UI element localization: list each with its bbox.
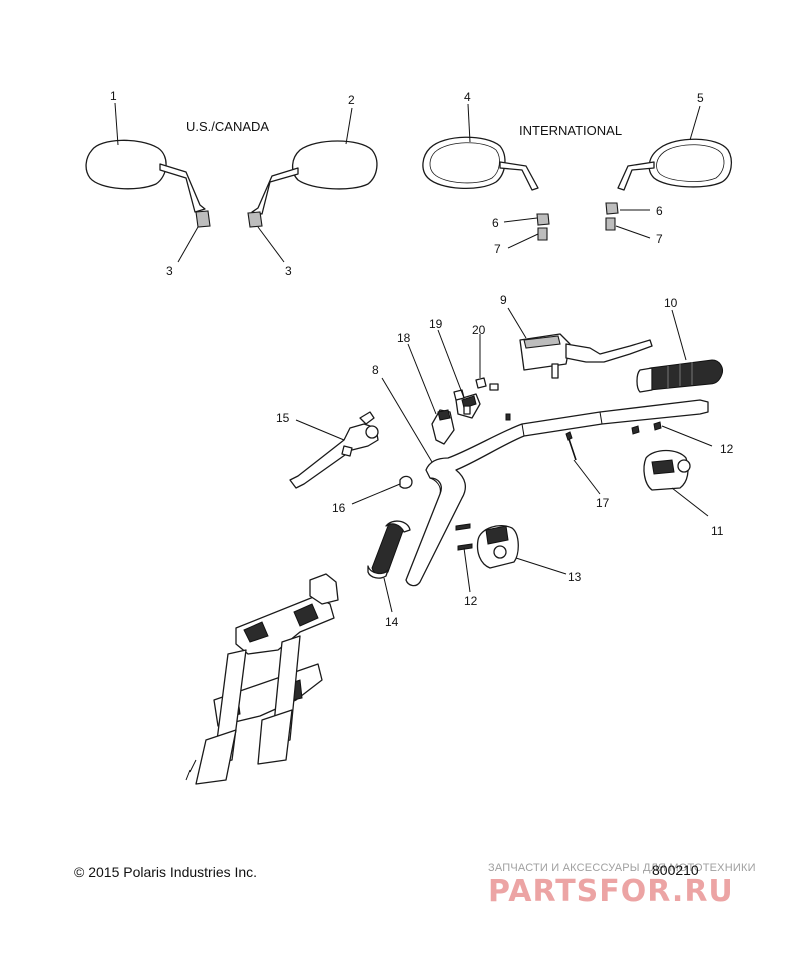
front-fork-assembly (185, 573, 339, 785)
clutch-lever-15 (289, 411, 379, 489)
grip-14 (367, 520, 411, 579)
brake-master-cylinder-9 (519, 333, 653, 379)
callout-17: 17 (596, 496, 610, 510)
callout-3-right: 3 (285, 264, 292, 278)
callout-3-left: 3 (166, 264, 173, 278)
callout-16: 16 (332, 501, 346, 515)
callout-6-right: 6 (656, 204, 663, 218)
callout-5: 5 (697, 91, 704, 105)
switch-housing-11 (643, 449, 691, 491)
callout-11: 11 (711, 524, 724, 538)
mirror-4 (422, 136, 539, 191)
callout-7-left: 7 (494, 242, 501, 256)
drawing-number: 800210 (652, 862, 699, 878)
mirror-nut-3-right (247, 211, 263, 228)
screw-12-right (631, 421, 662, 435)
mirror-nut-3-left (195, 210, 211, 228)
clip-16 (399, 475, 413, 489)
callout-2: 2 (348, 93, 355, 107)
handlebar-8 (405, 399, 709, 587)
callout-20: 20 (472, 323, 486, 337)
copyright-notice: © 2015 Polaris Industries Inc. (74, 864, 258, 880)
callout-7-right: 7 (656, 232, 663, 246)
mirror-2 (251, 140, 378, 215)
callout-10: 10 (664, 296, 678, 310)
callout-13: 13 (568, 570, 582, 584)
callout-1: 1 (110, 89, 117, 103)
wire-17 (565, 431, 577, 461)
mirror-spacer-7-right (605, 217, 616, 231)
mirror-nut-6-left (536, 213, 550, 226)
riser-clamp-18 (431, 409, 455, 445)
callout-12-left: 12 (464, 594, 478, 608)
callout-8: 8 (372, 363, 379, 377)
mirror-5 (617, 138, 733, 191)
region-label-us-canada: U.S./CANADA (186, 119, 269, 134)
mirror-1 (85, 139, 206, 213)
watermark-brand: PARTSFOR.RU (488, 874, 734, 909)
callout-9: 9 (500, 293, 507, 307)
switch-housing-13 (476, 525, 519, 569)
callout-19: 19 (429, 317, 443, 331)
callout-6-left: 6 (492, 216, 499, 230)
callout-14: 14 (385, 615, 399, 629)
screw-12-left (455, 523, 473, 551)
callout-4: 4 (464, 90, 471, 104)
region-label-international: INTERNATIONAL (519, 123, 622, 138)
callout-18: 18 (397, 331, 411, 345)
callout-numbers: 1 2 3 3 4 5 6 6 7 7 8 9 10 11 12 12 13 1… (110, 89, 734, 629)
callout-12-right: 12 (720, 442, 734, 456)
throttle-grip-10 (636, 359, 723, 393)
mirror-spacer-7-left (537, 227, 548, 241)
callout-15: 15 (276, 411, 290, 425)
mirror-nut-6-right (605, 202, 619, 215)
watermark-tagline: ЗАПЧАСТИ И АКСЕССУАРЫ ДЛЯ МОТОТЕХНИКИ (488, 862, 756, 874)
leader-lines (114, 102, 713, 613)
